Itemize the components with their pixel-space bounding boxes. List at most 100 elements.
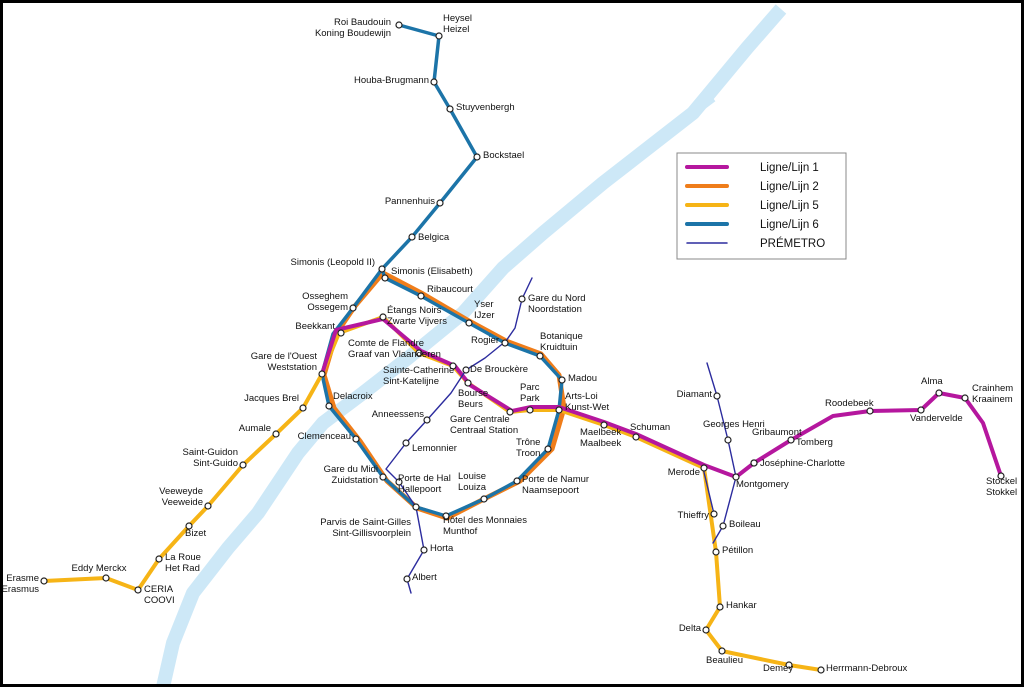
station-lemonnier-label: Lemonnier: [412, 443, 457, 454]
station-clemenceau-marker[interactable]: [352, 435, 360, 443]
station-roi-baudouin-marker[interactable]: [395, 21, 403, 29]
legend-label-2: Ligne/Lijn 5: [760, 200, 819, 212]
station-aumale-marker[interactable]: [272, 430, 280, 438]
station-rogier-marker[interactable]: [501, 339, 509, 347]
station-crainhem-label: Kraainem: [972, 394, 1013, 405]
station-simonis-leopold-marker[interactable]: [378, 265, 386, 273]
station-stockel-marker[interactable]: [997, 472, 1005, 480]
station-gare-du-nord-marker[interactable]: [518, 295, 526, 303]
station-herrmann-debroux-label: Herrmann-Debroux: [826, 663, 908, 674]
station-etangs-noirs-marker[interactable]: [379, 313, 387, 321]
station-porte-de-namur-marker[interactable]: [513, 477, 521, 485]
station-jacques-brel-marker[interactable]: [299, 404, 307, 412]
station-roodebeek-label: Roodebeek: [825, 398, 874, 409]
station-houba-brugmann-marker[interactable]: [430, 78, 438, 86]
station-roi-baudouin-label: Koning Boudewijn: [315, 28, 391, 39]
station-gare-centrale-label: Centraal Station: [450, 425, 518, 436]
station-vandervelde-label: Vandervelde: [910, 413, 963, 424]
station-yser-marker[interactable]: [465, 319, 473, 327]
station-erasme-marker[interactable]: [40, 577, 48, 585]
station-gare-centrale-marker[interactable]: [506, 408, 514, 416]
station-bourse-label: Beurs: [458, 399, 483, 410]
station-bockstael-marker[interactable]: [473, 153, 481, 161]
station-veeweyde-label: Veeweide: [162, 497, 203, 508]
station-heysel-marker[interactable]: [435, 32, 443, 40]
station-petillon-marker[interactable]: [712, 548, 720, 556]
station-madou-marker[interactable]: [558, 376, 566, 384]
station-arts-loi-marker[interactable]: [555, 406, 563, 414]
station-houba-brugmann-label: Houba-Brugmann: [354, 75, 429, 86]
station-veeweyde-marker[interactable]: [204, 502, 212, 510]
station-lemonnier-marker[interactable]: [402, 439, 410, 447]
station-la-roue-marker[interactable]: [155, 555, 163, 563]
station-simonis-elisabeth-marker[interactable]: [381, 274, 389, 282]
station-delta-marker[interactable]: [702, 626, 710, 634]
station-gare-du-midi-marker[interactable]: [379, 473, 387, 481]
station-schuman-marker[interactable]: [632, 433, 640, 441]
station-maelbeek-label: Maalbeek: [580, 438, 621, 449]
station-ceria-marker[interactable]: [134, 586, 142, 594]
station-gare-du-nord-label: Noordstation: [528, 304, 582, 315]
station-porte-de-hal-marker[interactable]: [395, 478, 403, 486]
station-montgomery-label: Montgomery: [736, 479, 789, 490]
station-simonis-leopold-label: Simonis (Leopold II): [291, 257, 375, 268]
station-eddy-merckx-marker[interactable]: [102, 574, 110, 582]
station-crainhem-marker[interactable]: [961, 394, 969, 402]
station-boileau-marker[interactable]: [719, 522, 727, 530]
station-comte-de-flandre-marker[interactable]: [415, 349, 423, 357]
station-belgica-label: Belgica: [418, 232, 450, 243]
station-yser-label: Yser: [474, 299, 494, 310]
station-saint-guidon-marker[interactable]: [239, 461, 247, 469]
station-alma-marker[interactable]: [935, 389, 943, 397]
station-belgica-marker[interactable]: [408, 233, 416, 241]
station-etangs-noirs-label: Zwarte Vijvers: [387, 316, 447, 327]
station-hotel-des-monnaies-marker[interactable]: [442, 512, 450, 520]
station-albert-label: Albert: [412, 572, 437, 583]
station-tomberg-marker[interactable]: [787, 436, 795, 444]
station-de-brouckere-marker[interactable]: [462, 366, 470, 374]
station-albert-marker[interactable]: [403, 575, 411, 583]
station-delta-label: Delta: [679, 623, 702, 634]
station-beekkant-marker[interactable]: [337, 329, 345, 337]
station-herrmann-debroux-marker[interactable]: [817, 666, 825, 674]
station-louise-marker[interactable]: [480, 495, 488, 503]
station-maelbeek-marker[interactable]: [600, 421, 608, 429]
station-heysel-label: Heizel: [443, 24, 469, 35]
station-diamant-marker[interactable]: [713, 392, 721, 400]
station-botanique-marker[interactable]: [536, 352, 544, 360]
station-thieffry-marker[interactable]: [710, 510, 718, 518]
station-horta-marker[interactable]: [420, 546, 428, 554]
station-trone-marker[interactable]: [544, 445, 552, 453]
station-osseghem-marker[interactable]: [349, 304, 357, 312]
station-sainte-catherine-label: Sainte-Catherine: [383, 365, 454, 376]
station-sainte-catherine-marker[interactable]: [449, 362, 457, 370]
station-anneessens-marker[interactable]: [423, 416, 431, 424]
station-bourse-marker[interactable]: [464, 379, 472, 387]
station-delacroix-marker[interactable]: [325, 402, 333, 410]
station-parvis-st-gilles-marker[interactable]: [412, 503, 420, 511]
station-schuman-label: Schuman: [630, 422, 670, 433]
station-stuyvenbergh-marker[interactable]: [446, 105, 454, 113]
station-parc-marker[interactable]: [526, 406, 534, 414]
station-osseghem-label: Ossegem: [307, 302, 348, 313]
station-boileau-label: Boileau: [729, 519, 761, 530]
station-beaulieu-marker[interactable]: [718, 647, 726, 655]
station-hotel-des-monnaies-label: Munthof: [443, 526, 478, 537]
station-ribaucourt-marker[interactable]: [417, 292, 425, 300]
station-beaulieu-label: Beaulieu: [706, 655, 743, 666]
station-parc-label: Park: [520, 393, 540, 404]
station-demey-marker[interactable]: [785, 661, 793, 669]
station-montgomery-marker[interactable]: [732, 473, 740, 481]
station-arts-loi-label: Kunst-Wet: [565, 402, 610, 413]
station-pannenhuis-marker[interactable]: [436, 199, 444, 207]
station-hankar-marker[interactable]: [716, 603, 724, 611]
station-comte-de-flandre-label: Graaf van Vlaanderen: [348, 349, 441, 360]
station-georges-henri-marker[interactable]: [724, 436, 732, 444]
station-gare-de-louest-marker[interactable]: [318, 370, 326, 378]
station-merode-marker[interactable]: [700, 464, 708, 472]
station-josephine-charlotte-marker[interactable]: [750, 459, 758, 467]
station-vandervelde-marker[interactable]: [917, 406, 925, 414]
station-roodebeek-marker[interactable]: [866, 407, 874, 415]
station-bizet-marker[interactable]: [185, 522, 193, 530]
